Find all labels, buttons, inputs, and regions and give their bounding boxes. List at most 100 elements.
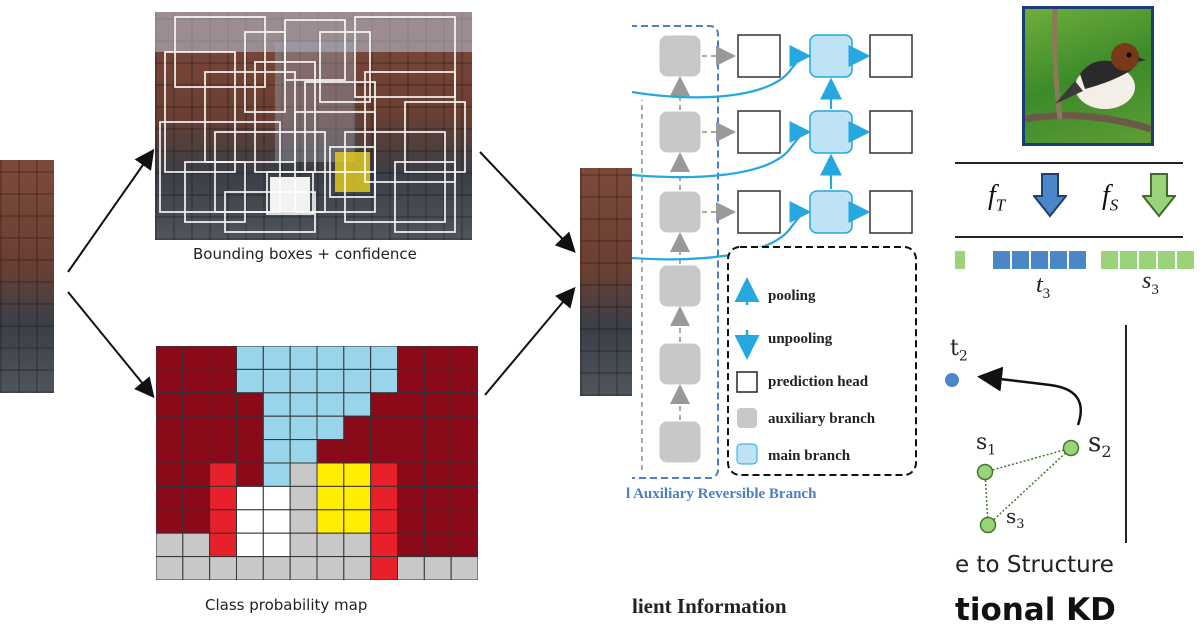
class-cell: [236, 556, 264, 580]
class-cell: [182, 368, 211, 394]
class-cell: [450, 346, 478, 370]
structure-diagram: [945, 325, 1127, 543]
legend-prediction-head: prediction head: [768, 374, 869, 390]
legend-pred-icon: [736, 371, 758, 393]
class-cell: [343, 532, 372, 558]
class-cell: [397, 462, 425, 487]
class-cell: [156, 556, 184, 580]
class-cell: [156, 462, 184, 487]
class-cell: [423, 462, 452, 487]
class-cell: [450, 509, 478, 534]
main-block-1: [809, 34, 853, 78]
s1-label: s1: [976, 430, 997, 459]
student-subscript: S: [1109, 195, 1119, 215]
class-map-caption: Class probability map: [205, 596, 368, 614]
class-cell: [209, 532, 237, 558]
legend-main-branch: main branch: [768, 448, 851, 464]
class-cell: [289, 368, 318, 394]
class-cell: [262, 485, 291, 511]
legend-box: [727, 246, 917, 476]
class-cell: [423, 509, 452, 534]
class-cell: [397, 556, 425, 580]
class-cell: [450, 556, 478, 580]
class-cell: [182, 485, 211, 511]
student-down-arrow-icon: [1142, 173, 1176, 218]
pred-head-1: [737, 34, 781, 78]
class-cell: [156, 485, 184, 511]
pred-head-6: [869, 190, 913, 234]
class-cell: [156, 368, 184, 394]
kd-bottom-rule: [955, 236, 1183, 238]
class-cell: [182, 462, 211, 487]
class-cell: [209, 415, 237, 441]
class-cell: [397, 368, 425, 394]
class-cell: [370, 485, 398, 511]
class-cell: [262, 392, 291, 417]
class-cell: [450, 462, 478, 487]
class-cell: [423, 368, 452, 394]
kd-title: tional KD: [955, 592, 1116, 628]
s2-label: s2: [1088, 428, 1112, 462]
class-cell: [370, 439, 398, 464]
aux-block-5: [659, 343, 701, 385]
bbox-caption: Bounding boxes + confidence: [193, 245, 417, 263]
s2-point: [1062, 439, 1080, 457]
class-cell: [182, 346, 211, 370]
class-cell: [316, 368, 345, 394]
class-cell: [316, 485, 345, 511]
class-cell: [316, 346, 345, 370]
class-cell: [370, 368, 398, 394]
teacher-function-label: fT: [988, 180, 1006, 215]
class-cell: [370, 415, 398, 441]
class-probability-map: [156, 346, 478, 580]
structure-caption: e to Structure: [955, 552, 1114, 578]
class-cell: [450, 485, 478, 511]
class-cell: [156, 415, 184, 441]
class-cell: [262, 439, 291, 464]
class-cell: [343, 509, 372, 534]
class-cell: [370, 509, 398, 534]
teacher-down-arrow-icon: [1033, 173, 1067, 218]
class-cell: [343, 415, 372, 441]
output-image-crop: [580, 168, 632, 396]
class-cell: [209, 439, 237, 464]
arrow-input-to-bbox: [67, 148, 155, 273]
class-cell: [370, 556, 398, 580]
class-cell: [289, 392, 318, 417]
class-cell: [343, 392, 372, 417]
legend-aux-icon: [737, 408, 757, 428]
class-cell: [236, 368, 264, 394]
class-cell: [236, 532, 264, 558]
s2-to-t2-arrow: [977, 366, 1083, 426]
class-cell: [370, 532, 398, 558]
input-image-left-crop: [0, 160, 54, 393]
class-cell: [262, 509, 291, 534]
class-cell: [316, 556, 345, 580]
bird-illustration: [1025, 9, 1151, 133]
arrow-input-to-classmap: [67, 291, 155, 399]
class-cell: [397, 509, 425, 534]
legend-pooling: pooling: [768, 288, 816, 304]
pred-head-3: [737, 190, 781, 234]
class-cell: [397, 532, 425, 558]
class-cell: [209, 509, 237, 534]
class-cell: [182, 392, 211, 417]
bird-image: [1022, 6, 1154, 146]
class-cell: [289, 532, 318, 558]
class-cell: [289, 509, 318, 534]
class-cell: [209, 392, 237, 417]
pred-head-4: [869, 34, 913, 78]
class-cell: [289, 462, 318, 487]
main-block-2: [809, 110, 853, 154]
class-cell: [236, 415, 264, 441]
class-cell: [236, 439, 264, 464]
class-cell: [289, 439, 318, 464]
class-cell: [156, 439, 184, 464]
t2-label: t2: [950, 336, 968, 365]
arrow-bbox-to-output: [479, 151, 576, 253]
pred-head-5: [869, 110, 913, 154]
class-cell: [209, 346, 237, 370]
class-cell: [343, 439, 372, 464]
class-cell: [343, 556, 372, 580]
feature-vectors: [955, 251, 1194, 269]
